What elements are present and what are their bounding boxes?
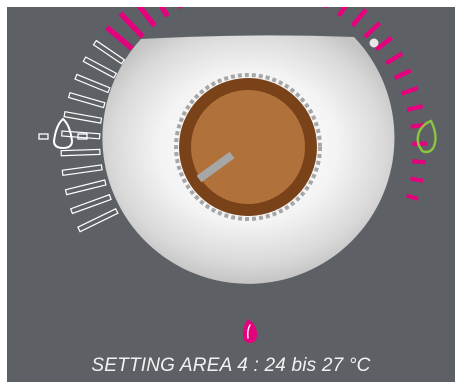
scale-segment-active <box>410 179 423 181</box>
scale-segment-active <box>352 10 366 26</box>
scale-segment-inactive <box>75 74 110 92</box>
scale-segment-inactive <box>62 165 102 175</box>
scale-segment-inactive <box>64 112 101 123</box>
scale-segment-inactive <box>71 195 111 214</box>
scale-segment-active <box>365 23 380 37</box>
scale-segment-active <box>376 38 391 50</box>
scale-segment-active <box>107 27 132 48</box>
scale-segment-inactive <box>78 209 118 232</box>
scale-segment-inactive <box>62 131 100 139</box>
thermostat-panel: SETTING AREA 4 : 24 bis 27 °C <box>7 7 455 382</box>
scale-segment-inactive <box>94 41 125 64</box>
heating-drop-icon <box>39 119 87 148</box>
setting-area-caption: SETTING AREA 4 : 24 bis 27 °C <box>7 355 455 377</box>
scale-segment-active <box>339 7 351 16</box>
scale-segment-active <box>120 13 142 36</box>
scale-segment-active <box>324 7 335 8</box>
thermostat-dial-graphic <box>7 7 455 382</box>
scale-segment-active <box>151 7 167 16</box>
scale-segment-active <box>386 54 402 64</box>
scale-segment-active <box>169 7 182 8</box>
scale-segment-inactive <box>69 93 105 108</box>
scale-segment-active <box>412 161 426 162</box>
scale-segment-inactive <box>83 57 116 78</box>
current-setting-marker-icon[interactable] <box>243 319 257 343</box>
scale-segment-active <box>407 106 423 110</box>
scale-segment-inactive <box>61 149 100 155</box>
scale-segment-active <box>402 88 418 94</box>
temperature-knob[interactable] <box>179 78 317 216</box>
scale-segment-active <box>395 70 411 78</box>
scale-segment-inactive <box>66 180 106 195</box>
scale-segment-active <box>407 196 419 200</box>
scale-segment-active <box>135 7 154 26</box>
